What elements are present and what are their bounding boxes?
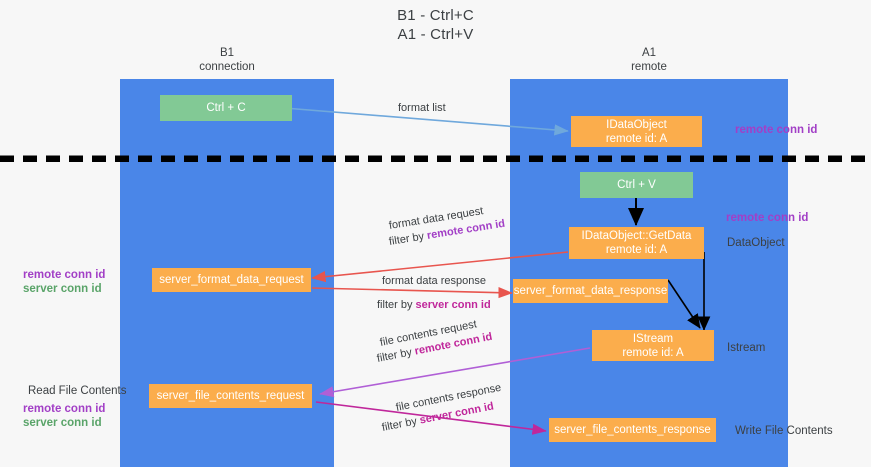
node-server-format-data-response[interactable]: server_format_data_response [513,279,668,303]
node-idataobject-line2: remote id: A [605,132,668,145]
caption-format-data-response-filter: filter by server conn id [377,298,491,312]
filter-prefix-2: filter by [377,299,416,311]
node-istream-line1: IStream [632,332,674,345]
node-file-req-label: server_file_contents_request [156,390,305,402]
column-header-a1-sub: remote [631,61,667,73]
filter-key-server-conn-id-1: server conn id [415,299,491,311]
label-remote-conn-id-left-bot: remote conn id [23,403,106,415]
label-server-conn-id-left-bot: server conn id [23,417,102,429]
column-header-b1-name: B1 [219,47,235,59]
title-line-2: A1 - Ctrl+V [397,26,474,43]
connector-format-data-response [311,287,513,299]
node-idataobject-line1: IDataObject [606,118,667,131]
label-read-file-contents: Read File Contents [28,385,127,397]
label-remote-conn-id-top: remote conn id [735,124,818,136]
node-ctrl-v-line1: Ctrl + V [617,179,656,191]
node-file-resp-label: server_file_contents_response [554,424,711,436]
node-ctrl-c[interactable]: Ctrl + C [160,95,292,121]
node-server-format-data-request[interactable]: server_format_data_request [152,268,311,292]
column-header-a1-name: A1 [641,47,657,59]
filter-prefix-4: filter by [380,414,421,434]
caption-format-data-response: format data response [382,275,486,287]
label-istream: Istream [727,342,766,354]
label-dataobject: DataObject [727,237,785,249]
filter-prefix-1: filter by [388,230,428,248]
node-idataobject[interactable]: IDataObject remote id: A [571,116,702,147]
node-fmt-req-label: server_format_data_request [159,274,304,286]
column-header-b1-sub: connection [199,61,255,73]
label-write-file-contents: Write File Contents [735,425,833,437]
node-getdata-line2: remote id: A [605,244,668,256]
node-idataobject-getdata[interactable]: IDataObject::GetData remote id: A [569,227,704,259]
node-ctrl-v[interactable]: Ctrl + V [580,172,693,198]
label-remote-conn-id-mid: remote conn id [726,212,809,224]
column-header-a1: A1 remote [510,46,788,74]
section-divider [0,155,871,162]
caption-format-list: format list [398,102,446,114]
title-line-1: B1 - Ctrl+C [397,7,474,24]
node-getdata-line1: IDataObject::GetData [581,230,692,242]
node-fmt-resp-label: server_format_data_response [513,285,668,297]
node-istream-line2: remote id: A [622,346,684,359]
node-server-file-contents-response[interactable]: server_file_contents_response [549,418,716,442]
label-remote-conn-id-left-mid: remote conn id [23,269,106,281]
node-ctrl-c-line1: Ctrl + C [206,102,246,114]
diagram-title: B1 - Ctrl+C A1 - Ctrl+V [0,6,871,44]
node-istream[interactable]: IStream remote id: A [592,330,714,361]
label-server-conn-id-left-mid: server conn id [23,283,102,295]
node-server-file-contents-request[interactable]: server_file_contents_request [149,384,312,408]
column-header-b1: B1 connection [120,46,334,74]
